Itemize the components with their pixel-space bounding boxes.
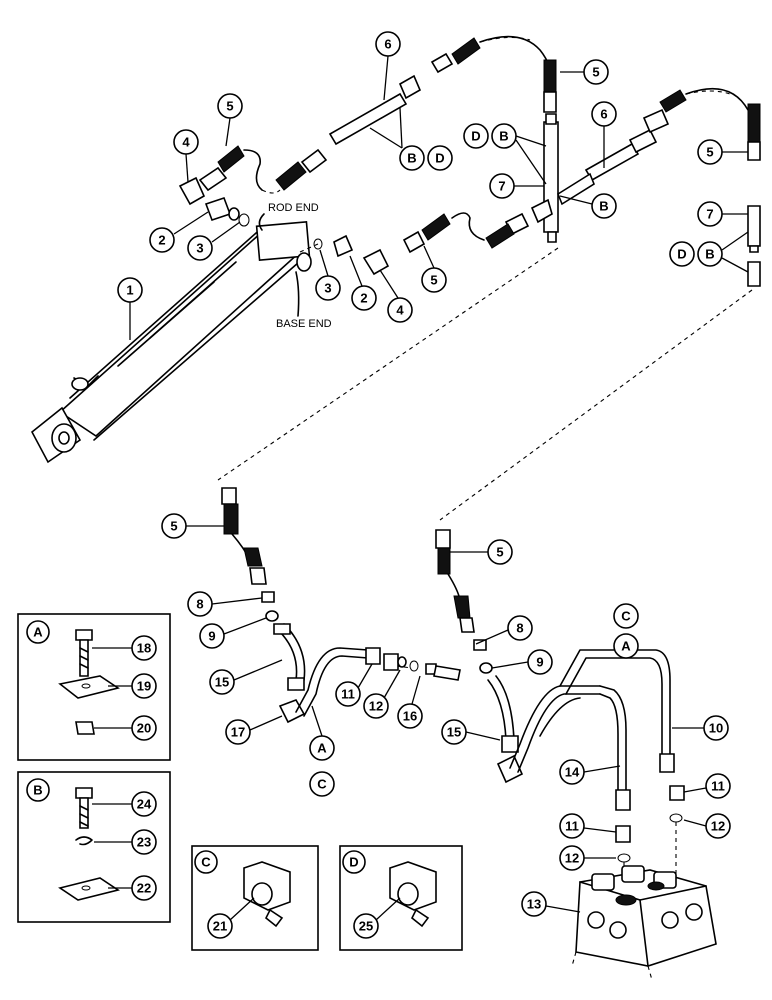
rod-end-leader [258, 213, 265, 231]
lower-tube-assembly [221, 487, 685, 880]
svg-text:16: 16 [403, 709, 417, 724]
svg-text:14: 14 [565, 765, 580, 780]
svg-text:A: A [621, 639, 631, 654]
svg-text:5: 5 [496, 545, 503, 560]
svg-text:6: 6 [384, 37, 391, 52]
svg-text:19: 19 [137, 679, 151, 694]
svg-text:2: 2 [158, 233, 165, 248]
svg-text:12: 12 [565, 851, 579, 866]
svg-text:B: B [407, 151, 416, 166]
svg-text:5: 5 [170, 519, 177, 534]
svg-text:8: 8 [516, 621, 523, 636]
svg-text:D: D [471, 129, 480, 144]
svg-text:12: 12 [711, 819, 725, 834]
svg-text:B: B [499, 129, 508, 144]
inset-box-c [191, 845, 319, 951]
svg-text:23: 23 [137, 835, 151, 850]
svg-text:C: C [201, 855, 211, 870]
svg-text:5: 5 [592, 65, 599, 80]
svg-text:4: 4 [396, 303, 404, 318]
svg-text:5: 5 [430, 273, 437, 288]
svg-text:B: B [705, 247, 714, 262]
rod-end-label: ROD END [268, 202, 319, 214]
svg-text:C: C [317, 777, 327, 792]
svg-text:B: B [33, 783, 42, 798]
callouts: 1 2 3 4 5 3 2 4 5 6 B D 5 [26, 31, 749, 939]
svg-text:24: 24 [137, 797, 152, 812]
svg-text:A: A [317, 741, 327, 756]
svg-text:3: 3 [324, 281, 331, 296]
inset-box-b [17, 771, 171, 923]
svg-text:25: 25 [359, 919, 373, 934]
svg-text:5: 5 [706, 145, 713, 160]
svg-text:9: 9 [208, 629, 215, 644]
svg-text:6: 6 [600, 107, 607, 122]
svg-text:7: 7 [706, 207, 713, 222]
inset-box-a [17, 613, 171, 761]
svg-text:11: 11 [711, 779, 725, 794]
control-valve [571, 865, 717, 981]
svg-text:20: 20 [137, 721, 151, 736]
svg-text:2: 2 [360, 291, 367, 306]
svg-text:11: 11 [565, 819, 579, 834]
svg-text:15: 15 [215, 675, 229, 690]
callout-1 [117, 277, 143, 303]
svg-text:17: 17 [231, 725, 245, 740]
svg-text:A: A [33, 625, 43, 640]
svg-text:C: C [621, 609, 631, 624]
svg-text:22: 22 [137, 881, 151, 896]
hydraulic-cylinder [30, 221, 312, 464]
svg-text:12: 12 [369, 699, 383, 714]
svg-text:15: 15 [447, 725, 461, 740]
svg-text:D: D [435, 151, 444, 166]
svg-text:D: D [349, 855, 358, 870]
svg-text:11: 11 [341, 687, 355, 702]
svg-text:B: B [599, 199, 608, 214]
svg-text:13: 13 [527, 897, 541, 912]
svg-text:4: 4 [182, 135, 190, 150]
inset-box-d [339, 845, 463, 951]
svg-text:8: 8 [196, 597, 203, 612]
svg-text:10: 10 [709, 721, 723, 736]
svg-text:1: 1 [126, 283, 133, 298]
svg-text:18: 18 [137, 641, 151, 656]
svg-text:3: 3 [196, 241, 203, 256]
svg-text:9: 9 [536, 655, 543, 670]
svg-text:5: 5 [226, 99, 233, 114]
svg-text:7: 7 [498, 179, 505, 194]
svg-text:D: D [677, 247, 686, 262]
svg-text:21: 21 [213, 919, 227, 934]
base-end-label: BASE END [276, 318, 332, 330]
base-end-leader [295, 271, 300, 317]
upper-hose-assembly [178, 35, 761, 287]
